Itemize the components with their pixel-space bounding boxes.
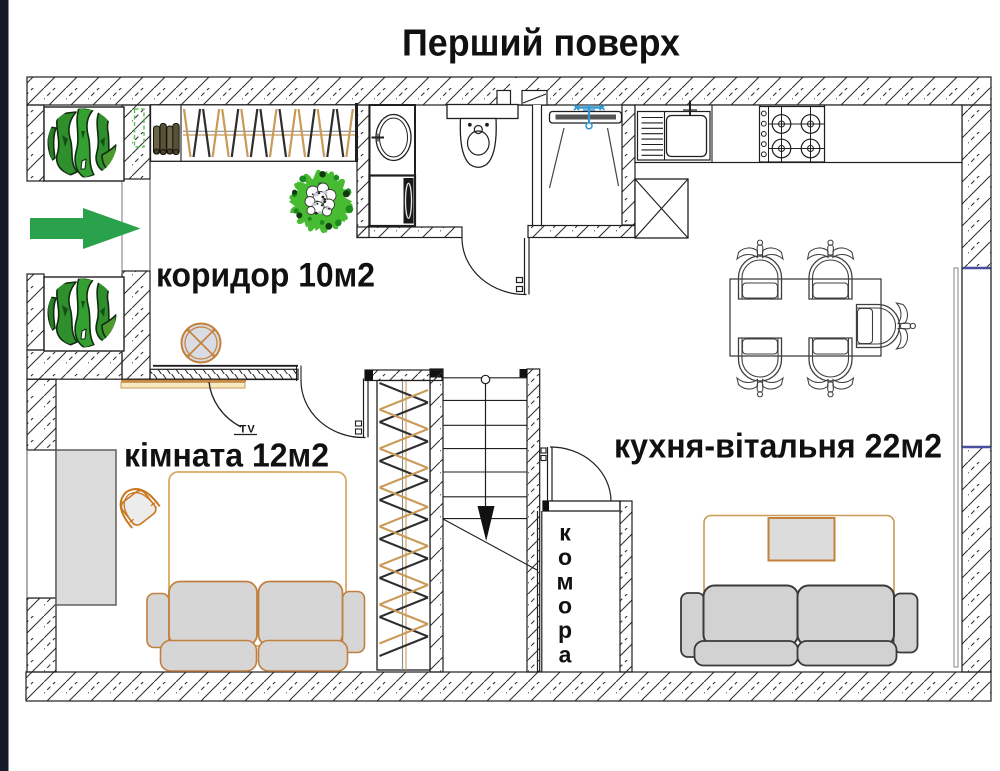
- svg-text:о: о: [558, 544, 572, 570]
- svg-text:кімната 12м2: кімната 12м2: [124, 436, 329, 473]
- svg-text:TV: TV: [240, 424, 256, 436]
- svg-text:кухня-вітальня 22м2: кухня-вітальня 22м2: [614, 428, 942, 466]
- svg-text:м: м: [556, 568, 573, 594]
- svg-text:Перший поверх: Перший поверх: [402, 23, 680, 65]
- svg-text:а: а: [559, 642, 572, 668]
- svg-text:о: о: [558, 593, 572, 619]
- svg-text:к: к: [559, 520, 571, 546]
- svg-text:р: р: [558, 617, 572, 643]
- svg-text:коридор 10м2: коридор 10м2: [156, 256, 375, 294]
